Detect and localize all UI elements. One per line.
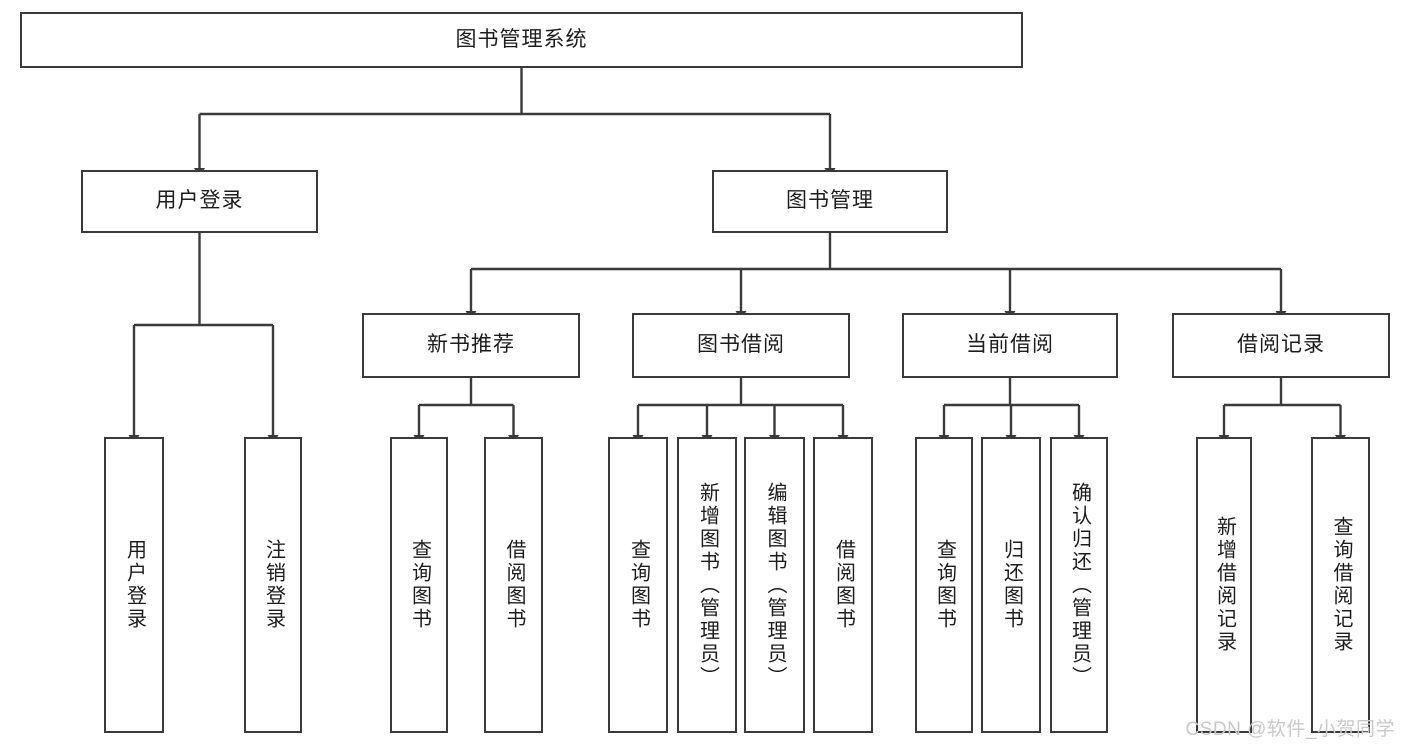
- node-label: 图书管理系统: [455, 27, 588, 51]
- node-leaf6[interactable]: 新增图书（管理员）: [677, 437, 737, 733]
- node-leaf8[interactable]: 借阅图书: [813, 437, 873, 733]
- node-label: 确认归还（管理员）: [1068, 481, 1091, 689]
- node-label: 编辑图书（管理员）: [764, 481, 786, 689]
- node-label: 查询借阅记录: [1330, 516, 1352, 654]
- node-label: 借阅记录: [1237, 333, 1325, 357]
- node-root[interactable]: 图书管理系统: [20, 12, 1023, 68]
- node-leaf7[interactable]: 编辑图书（管理员）: [744, 437, 805, 733]
- node-leaf13[interactable]: 查询借阅记录: [1311, 437, 1370, 733]
- node-leaf5[interactable]: 查询图书: [608, 437, 668, 733]
- node-leaf11[interactable]: 确认归还（管理员）: [1050, 437, 1108, 733]
- node-label: 查询图书: [627, 539, 650, 631]
- node-l2c[interactable]: 当前借阅: [902, 313, 1118, 378]
- node-l1b[interactable]: 图书管理: [712, 170, 948, 233]
- node-label: 新增借阅记录: [1213, 516, 1236, 654]
- node-label: 新增图书（管理员）: [696, 481, 719, 689]
- node-leaf3[interactable]: 查询图书: [390, 437, 448, 733]
- node-leaf10[interactable]: 归还图书: [981, 437, 1041, 733]
- node-label: 借阅图书: [503, 539, 525, 631]
- node-label: 用户登录: [155, 189, 244, 213]
- node-l2d[interactable]: 借阅记录: [1172, 313, 1390, 378]
- node-leaf9[interactable]: 查询图书: [915, 437, 973, 733]
- node-label: 注销登录: [262, 539, 285, 631]
- node-label: 归还图书: [1000, 539, 1023, 631]
- node-label: 图书借阅: [697, 333, 785, 357]
- node-label: 当前借阅: [966, 333, 1054, 357]
- node-label: 图书管理: [786, 189, 874, 213]
- node-label: 新书推荐: [427, 333, 515, 357]
- node-l1a[interactable]: 用户登录: [81, 170, 318, 233]
- node-label: 查询图书: [933, 539, 956, 631]
- node-l2a[interactable]: 新书推荐: [362, 313, 580, 378]
- node-label: 查询图书: [408, 539, 431, 631]
- node-label: 借阅图书: [832, 539, 855, 631]
- node-leaf4[interactable]: 借阅图书: [484, 437, 543, 733]
- node-leaf1[interactable]: 用户登录: [104, 437, 164, 733]
- node-leaf12[interactable]: 新增借阅记录: [1196, 437, 1252, 733]
- watermark-text: CSDN @软件_小贺同学: [1185, 719, 1395, 740]
- node-label: 用户登录: [123, 539, 146, 631]
- node-leaf2[interactable]: 注销登录: [244, 437, 302, 733]
- node-l2b[interactable]: 图书借阅: [632, 313, 850, 378]
